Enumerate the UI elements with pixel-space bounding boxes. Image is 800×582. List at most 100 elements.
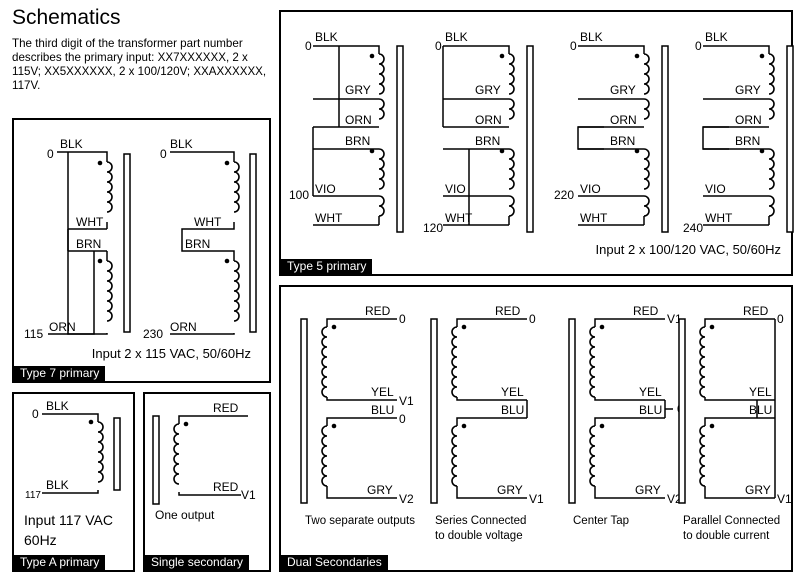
type7-right-dot-lower: [224, 258, 230, 264]
single-label: Single secondary: [145, 555, 250, 570]
dual-s4-gry: GRY: [745, 483, 771, 497]
type7-left-schematic: 0 BLK WHT BRN ORN 115: [24, 137, 131, 341]
type5-d2-120: 120: [423, 221, 443, 235]
dual-s1-blu-wire: [326, 417, 397, 426]
type5-d3-vio: VIO: [580, 182, 601, 196]
single-red2: RED: [213, 480, 239, 494]
type5-diagram: 0BLKGRYORNBRNVIOWHT1000BLKGRYORNBRNVIOWH…: [289, 30, 794, 235]
dual-s1-yel: YEL: [371, 385, 394, 399]
type7-left-brn: BRN: [76, 237, 101, 251]
type5-d4-link1: [702, 126, 729, 150]
type5-d3-dot-a: [634, 53, 640, 59]
type7-diagram: 0 BLK WHT BRN ORN 115 0 BLK: [24, 137, 257, 341]
dual-s1-dot-upper: [331, 324, 337, 330]
dual-s1-gry-wire: [326, 486, 397, 499]
type5-d1-100: 100: [289, 188, 309, 202]
type7-left-zero: 0: [47, 147, 54, 161]
type5-d3-gry: GRY: [610, 83, 636, 97]
typeA-input-line1: Input 117 VAC: [24, 512, 113, 528]
dual-s1-coil-upper: [321, 326, 328, 398]
dual-s4-yel-wire: [704, 397, 775, 401]
typeA-blk2: BLK: [46, 478, 69, 492]
type5-d1-blk-wire: [313, 45, 380, 54]
type5-d1-dot-c: [369, 148, 375, 154]
dual-s3-coil-lower: [589, 425, 596, 487]
type5-d3-core: [661, 45, 669, 233]
typeA-blk1-wire: [42, 413, 99, 422]
type5-d1-wht: WHT: [315, 211, 343, 225]
type7-left-blk: BLK: [60, 137, 83, 151]
dual-s4-caption1: Parallel Connected: [683, 515, 780, 527]
type5-d1-zero: 0: [305, 39, 312, 53]
type5-d2-orn: ORN: [475, 113, 502, 127]
type5-d2-brn: BRN: [475, 134, 500, 148]
type5-d2-core: [526, 45, 534, 233]
dual-s1-v2: V2: [399, 492, 414, 506]
dual-s4-yel: YEL: [749, 385, 772, 399]
type7-right-coil-upper-path: [233, 161, 240, 213]
dual-s3-red-wire: [594, 318, 665, 327]
type5-d2-zero: 0: [435, 39, 442, 53]
type5-d1-dot-a: [369, 53, 375, 59]
type7-right-orn: ORN: [170, 320, 197, 334]
dual-s4-dot-upper: [709, 324, 715, 330]
type5-d1-coil-d: [378, 195, 385, 217]
type7-left-coil-upper: [106, 161, 113, 213]
dual-s3-core: [568, 318, 576, 504]
single-core: [152, 415, 160, 505]
type5-d4-blk: BLK: [705, 30, 728, 44]
type7-left-coil-lower: [106, 260, 113, 322]
dual-s1-coil-lower: [321, 425, 328, 487]
dual-label: Dual Secondaries: [281, 555, 388, 570]
single-caption: One output: [155, 508, 215, 522]
dual-s1-gry: GRY: [367, 483, 393, 497]
typeA-coil: [97, 421, 104, 483]
type5-d4-gry: GRY: [735, 83, 761, 97]
dual-s1-blu: BLU: [371, 403, 394, 417]
type5-d1-vio: VIO: [315, 182, 336, 196]
dual-s1-0a: 0: [399, 312, 406, 326]
type5-d4-brn: BRN: [735, 134, 760, 148]
dual-s1-core: [300, 318, 308, 504]
dual-s2-blu: BLU: [501, 403, 524, 417]
type7-right-coil-lower: [233, 260, 240, 322]
type7-right-zero: 0: [160, 147, 167, 161]
type5-label: Type 5 primary: [281, 259, 373, 274]
type5-d1-coil-c: [378, 148, 385, 190]
single-coil-path: [173, 423, 180, 485]
dual-s4-blu: BLU: [749, 403, 772, 417]
type5-d3-coil-c: [643, 148, 650, 190]
single-red: RED: [213, 401, 239, 415]
type5-d4-orn: ORN: [735, 113, 762, 127]
single-v1: V1: [241, 488, 256, 502]
typeA-117: 117: [25, 490, 41, 501]
type5-d3-wht: WHT: [580, 211, 608, 225]
type7-right-dot-upper: [224, 160, 230, 166]
type5-d3-coil-b: [643, 98, 650, 120]
type5-d4-240: 240: [683, 221, 703, 235]
typeA-core: [113, 417, 121, 491]
type5-d2-coil-b: [508, 98, 515, 120]
dual-s1-yel-wire: [326, 397, 397, 401]
type7-left-115: 115: [24, 327, 43, 341]
type5-input-text: Input 2 x 100/120 VAC, 50/60Hz: [595, 242, 782, 257]
dual-s3-gry-wire: [594, 486, 665, 499]
type5-d3-blk: BLK: [580, 30, 603, 44]
dual-s2-caption1: Series Connected: [435, 515, 526, 527]
dual-s1-0b: 0: [399, 412, 406, 426]
type5-d3-zero: 0: [570, 39, 577, 53]
type7-right-230: 230: [143, 327, 163, 341]
single-panel: RED RED V1 One output Single secondary: [143, 392, 271, 572]
dual-s3-blu-wire: [594, 417, 665, 426]
dual-s2-gry-wire: [456, 486, 527, 499]
dual-s2-0: 0: [529, 312, 536, 326]
dual-s2-coil-upper: [451, 326, 458, 398]
dual-s2-coil-lower: [451, 425, 458, 487]
dual-s4-red: RED: [743, 304, 769, 318]
dual-s3-blu: BLU: [639, 403, 662, 417]
